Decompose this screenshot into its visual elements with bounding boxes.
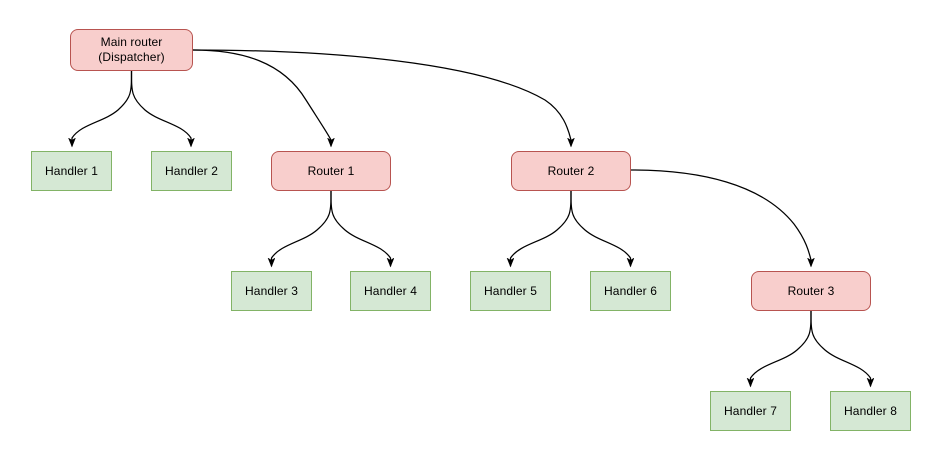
node-router-3-label: Router 3 — [787, 283, 835, 298]
edge-router-1-to-handler-4 — [330, 190, 391, 266]
node-handler-1[interactable]: Handler 1 — [31, 151, 112, 191]
node-handler-5-label: Handler 5 — [484, 283, 537, 298]
edge-main-router-to-handler-1 — [72, 70, 133, 146]
edge-main-router-to-router-2 — [192, 49, 571, 146]
node-handler-3-label: Handler 3 — [245, 283, 298, 298]
edge-router-2-to-handler-5 — [511, 190, 572, 266]
node-handler-2[interactable]: Handler 2 — [151, 151, 232, 191]
node-handler-4[interactable]: Handler 4 — [350, 271, 431, 311]
edge-main-router-to-router-1 — [192, 49, 331, 146]
node-main-router-label: Main router (Dispatcher) — [98, 35, 165, 64]
node-router-2[interactable]: Router 2 — [511, 151, 631, 191]
edge-router-3-to-handler-7 — [751, 310, 812, 386]
edge-router-1-to-handler-3 — [272, 190, 332, 266]
node-handler-3[interactable]: Handler 3 — [231, 271, 312, 311]
node-handler-2-label: Handler 2 — [165, 163, 218, 178]
edge-router-2-to-router-3 — [630, 169, 811, 266]
node-handler-8[interactable]: Handler 8 — [830, 391, 911, 431]
node-router-3[interactable]: Router 3 — [751, 271, 871, 311]
node-handler-5[interactable]: Handler 5 — [470, 271, 551, 311]
edge-router-2-to-handler-6 — [570, 190, 631, 266]
node-handler-1-label: Handler 1 — [45, 163, 98, 178]
node-handler-6[interactable]: Handler 6 — [590, 271, 671, 311]
node-handler-4-label: Handler 4 — [364, 283, 417, 298]
edge-router-3-to-handler-8 — [810, 310, 871, 386]
node-handler-7[interactable]: Handler 7 — [710, 391, 791, 431]
node-handler-7-label: Handler 7 — [724, 403, 777, 418]
node-router-1[interactable]: Router 1 — [271, 151, 391, 191]
node-handler-8-label: Handler 8 — [844, 403, 897, 418]
node-router-1-label: Router 1 — [307, 163, 355, 178]
node-main-router[interactable]: Main router (Dispatcher) — [70, 29, 193, 71]
node-handler-6-label: Handler 6 — [604, 283, 657, 298]
edge-main-router-to-handler-2 — [130, 70, 192, 146]
node-router-2-label: Router 2 — [547, 163, 595, 178]
